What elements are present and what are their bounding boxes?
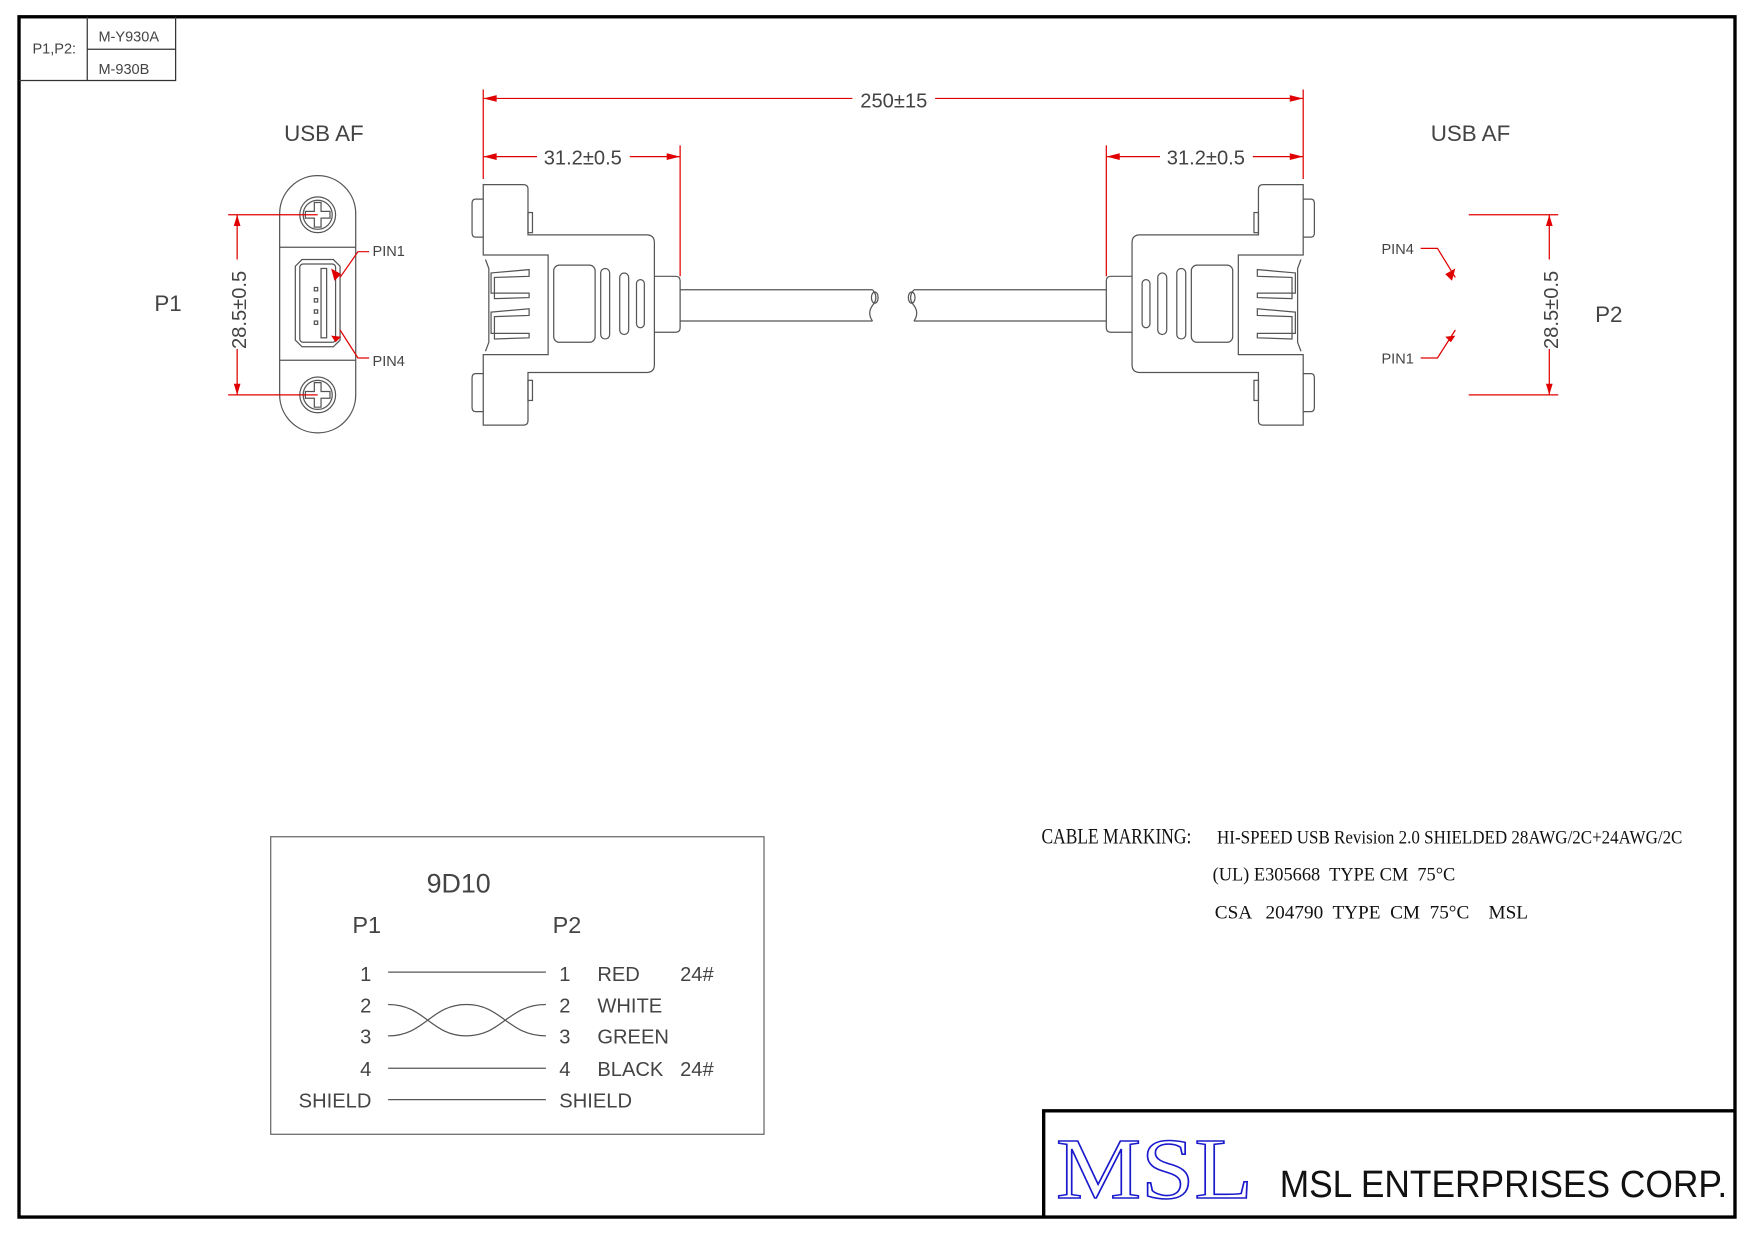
right-connector-dimension: 31.2±0.5 [1167,147,1245,169]
wiring-row: SHIELD SHIELD [299,1090,632,1112]
wiring-row: 2 2 WHITE [360,995,662,1017]
p1-type-label: USB AF [284,121,364,146]
p1-label: P1 [154,291,181,316]
wire-color: WHITE [597,995,662,1017]
wire-color: GREEN [597,1027,669,1049]
wire-color: RED [597,964,640,986]
wiring-row: 3 3 GREEN [360,1027,669,1049]
p2-pin: SHIELD [559,1090,632,1112]
left-connector-dimension: 31.2±0.5 [544,147,622,169]
p1-pin-bottom-label: PIN4 [373,354,405,370]
cable-marking: CABLE MARKING: HI-SPEED USB Revision 2.0… [1041,823,1682,923]
p1-end-view: USB AF P1 28.5±0.5 PIN1 PIN4 [154,121,405,434]
p2-pin-bottom-label: PIN1 [1381,352,1413,368]
wiring-p2-header: P2 [553,912,582,938]
p2-pin: 4 [559,1059,570,1081]
p2-pin-top-label: PIN4 [1381,242,1413,258]
p1-pin: 2 [360,995,371,1017]
wiring-title: 9D10 [427,869,491,899]
wire-color: BLACK [597,1059,664,1081]
p1-pin: SHIELD [299,1090,372,1112]
cable-assembly-side-view [471,183,1315,426]
wire-gauge: 24# [680,1059,714,1081]
cable-marking-label: CABLE MARKING: [1041,823,1191,848]
wire-gauge: 24# [680,964,714,986]
wiring-diagram: 9D10 P1 P2 1 1 RED 24# 2 2 WHITE 3 3 GRE… [270,836,765,1135]
part-number-b: M-930B [98,62,149,78]
overall-length-dimension: 250±15 [860,90,927,112]
p2-label: P2 [1595,302,1622,327]
part-label: P1,P2: [32,42,76,58]
part-number-block: P1,P2: M-Y930A M-930B [19,16,177,82]
wiring-p1-header: P1 [352,912,381,938]
p1-pin: 4 [360,1059,371,1081]
cable-marking-line2: (UL) E305668 TYPE CM 75°C [1213,864,1456,885]
p2-pin: 3 [559,1027,570,1049]
company-title-block: MSL MSL ENTERPRISES CORP. [1041,1109,1735,1218]
part-number-a: M-Y930A [98,29,159,45]
length-dimensions: 250±15 31.2±0.5 31.2±0.5 [482,89,1304,277]
p2-end-view: USB AF P2 28.5±0.5 PIN4 PIN1 [1381,121,1623,396]
p2-height-dimension: 28.5±0.5 [1541,271,1563,349]
wiring-row: 4 4 BLACK 24# [360,1059,714,1081]
cable-marking-line1: HI-SPEED USB Revision 2.0 SHIELDED 28AWG… [1217,827,1682,848]
p1-pin-top-label: PIN1 [373,244,405,260]
p2-pin: 2 [559,995,570,1017]
wiring-row: 1 1 RED 24# [360,964,714,986]
company-name: MSL ENTERPRISES CORP. [1280,1164,1727,1206]
sheet-border [17,15,1737,1219]
p1-pin: 1 [360,964,371,986]
msl-logo: MSL [1056,1120,1253,1217]
p2-type-label: USB AF [1431,121,1511,146]
p1-height-dimension: 28.5±0.5 [229,271,251,349]
p1-pin: 3 [360,1027,371,1049]
cable-marking-line3: CSA 204790 TYPE CM 75°C MSL [1215,902,1528,923]
p2-pin: 1 [559,964,570,986]
